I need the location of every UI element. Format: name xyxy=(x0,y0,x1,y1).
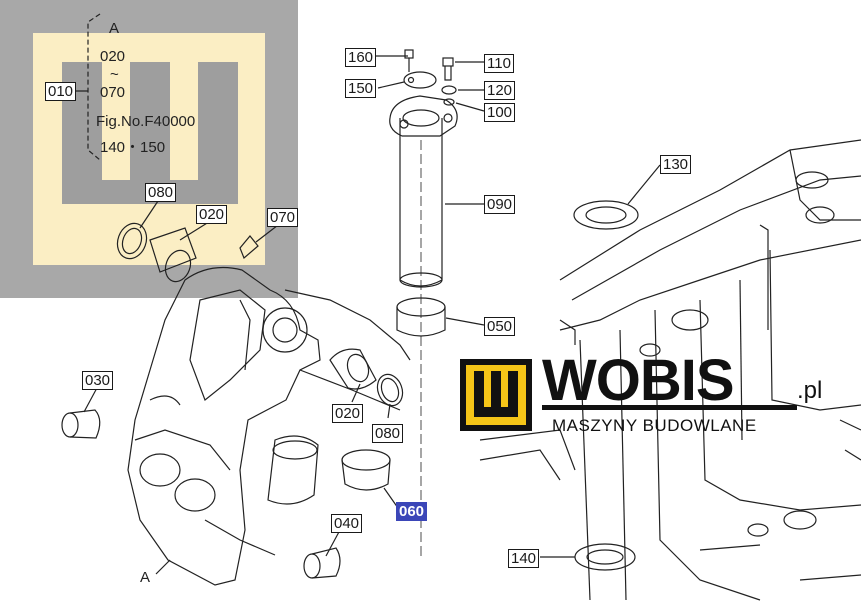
reference-range-start: 020 xyxy=(100,48,126,65)
callout-050[interactable]: 050 xyxy=(484,317,516,336)
callout-150[interactable]: 150 xyxy=(345,79,377,98)
callout-130[interactable]: 130 xyxy=(660,155,692,174)
callout-080-lower[interactable]: 080 xyxy=(372,424,404,443)
reference-range-end: 070 xyxy=(100,84,126,101)
callout-140[interactable]: 140 xyxy=(508,549,540,568)
callout-070[interactable]: 070 xyxy=(267,208,299,227)
wobis-tagline: MASZYNY BUDOWLANE xyxy=(552,416,757,435)
wobis-underline xyxy=(542,405,797,410)
reference-figure-items: 140・150 xyxy=(100,139,166,156)
callout-160[interactable]: 160 xyxy=(345,48,377,67)
wobis-domain-suffix: .pl xyxy=(797,377,823,404)
callout-030[interactable]: 030 xyxy=(82,371,114,390)
callout-090[interactable]: 090 xyxy=(484,195,516,214)
callout-080-upper[interactable]: 080 xyxy=(145,183,177,202)
line-art xyxy=(61,13,861,601)
callout-110[interactable]: 110 xyxy=(484,54,514,73)
reference-figure-number: Fig.No.F40000 xyxy=(96,113,196,130)
wobis-logo-mark xyxy=(460,359,532,431)
callout-040[interactable]: 040 xyxy=(331,514,363,533)
callout-120[interactable]: 120 xyxy=(484,81,516,100)
callout-020-upper[interactable]: 020 xyxy=(196,205,228,224)
reference-range-separator: ~ xyxy=(110,66,119,83)
reference-marker: A xyxy=(109,20,120,37)
wobis-logo: WOBIS .pl MASZYNY BUDOWLANE xyxy=(460,348,855,440)
wobis-brand-name: WOBIS xyxy=(542,348,735,413)
callout-060-highlighted[interactable]: 060 xyxy=(396,502,428,521)
watermark-background-panel xyxy=(0,0,298,298)
marker-a-bottom: A xyxy=(140,569,151,586)
callout-010[interactable]: 010 xyxy=(45,82,77,101)
callout-100[interactable]: 100 xyxy=(484,103,516,122)
callout-020-lower[interactable]: 020 xyxy=(332,404,364,423)
